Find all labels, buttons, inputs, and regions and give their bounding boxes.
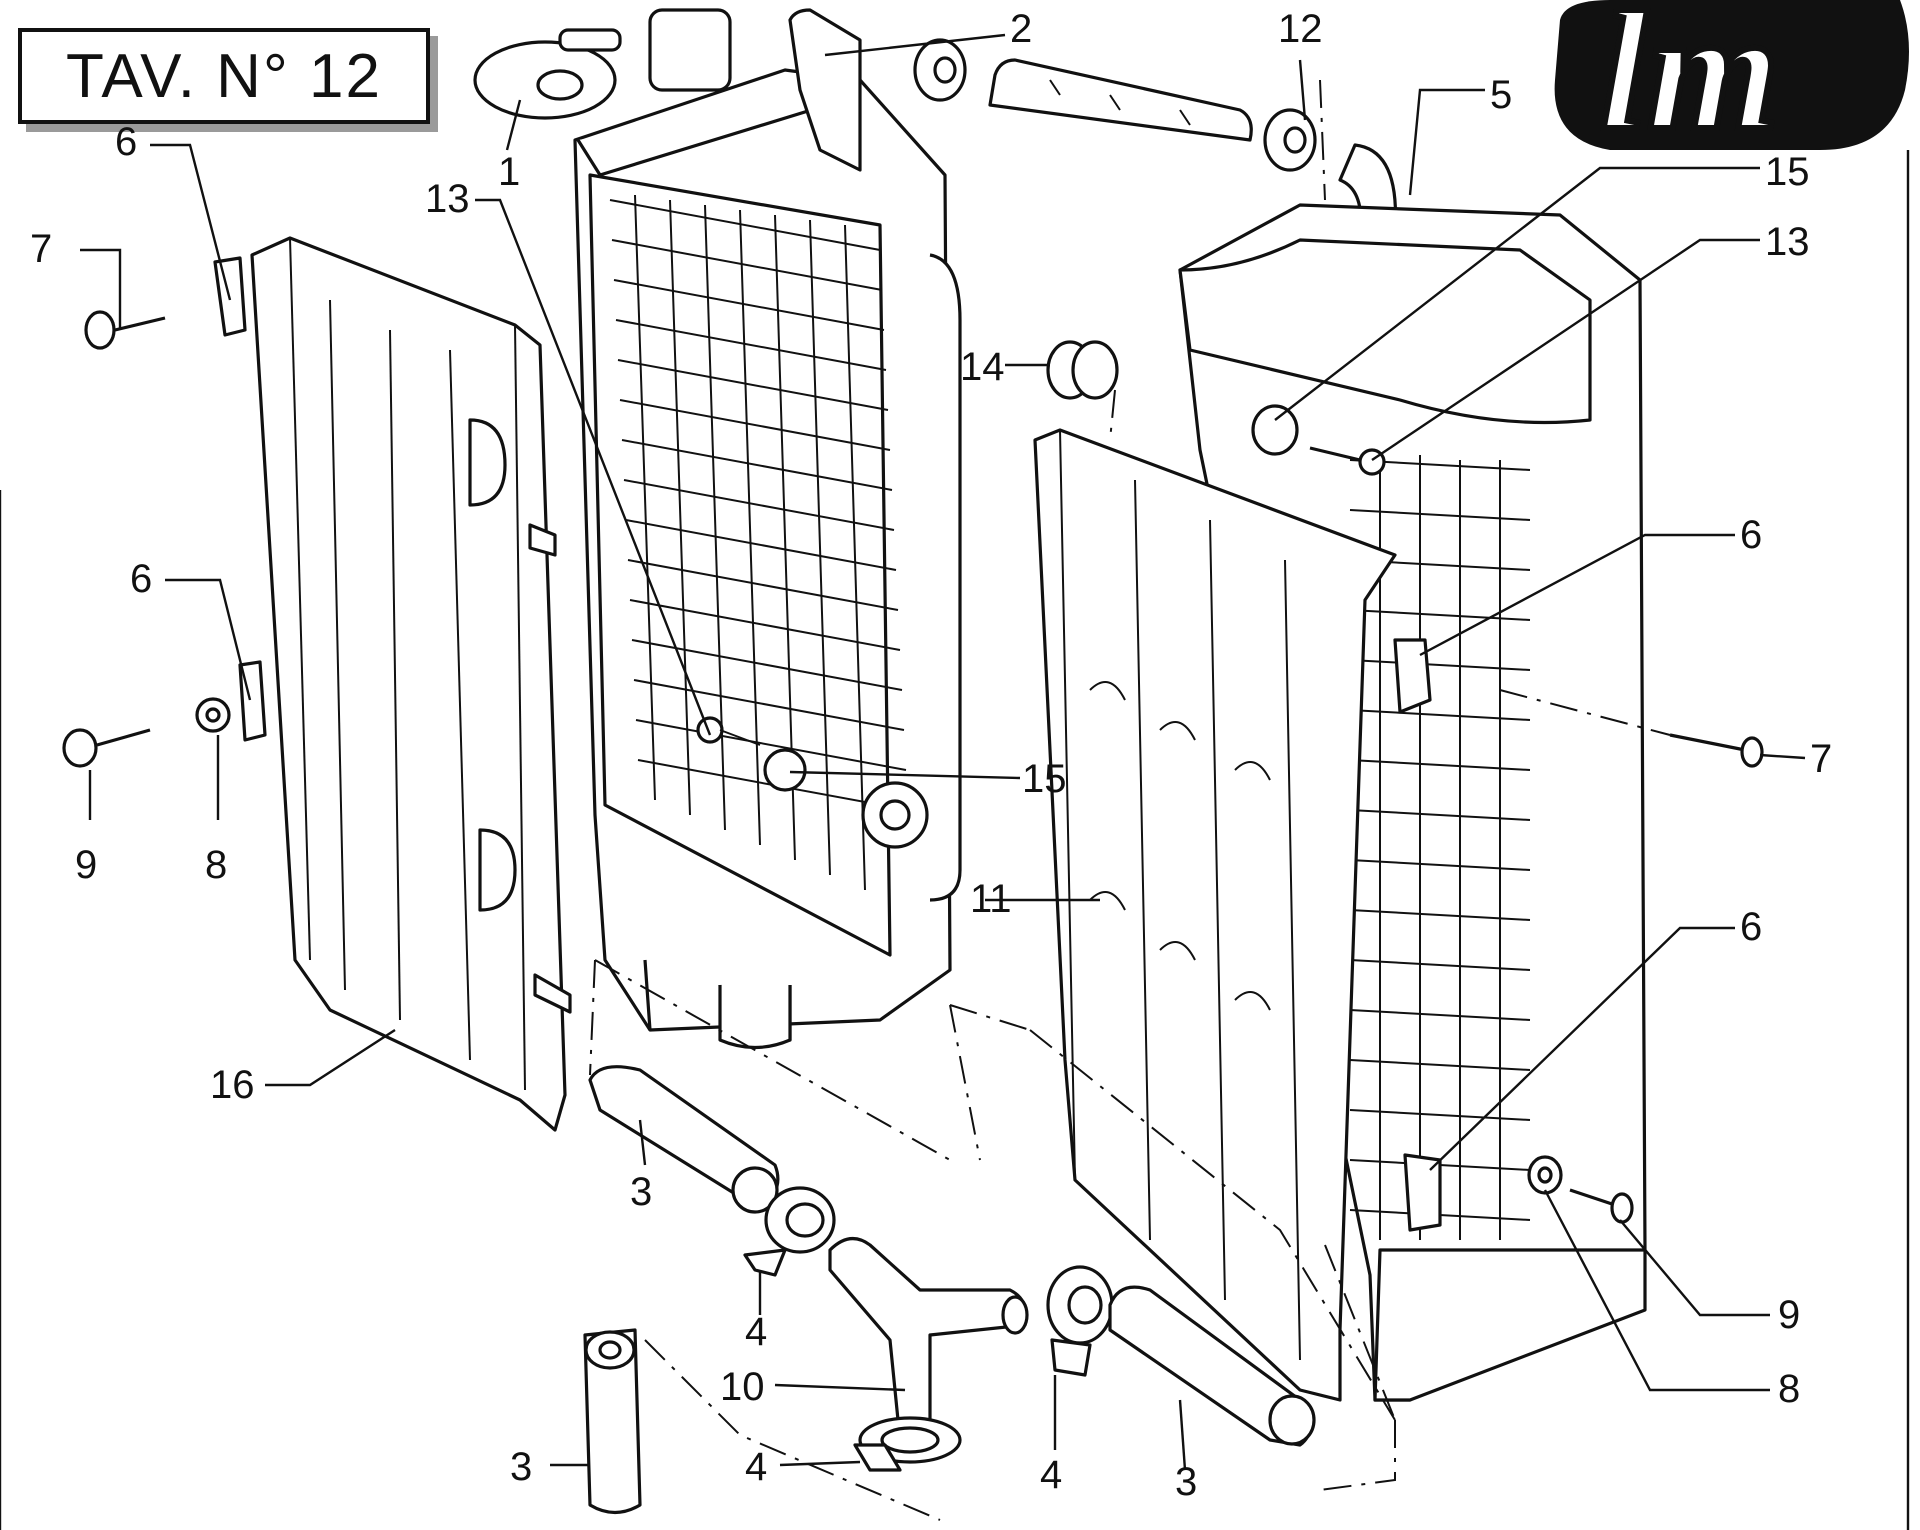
plate-title: TAV. N° 12 xyxy=(66,41,382,111)
callout-7-right: 7 xyxy=(1810,737,1832,781)
callout-6-lower-left: 6 xyxy=(130,557,152,601)
radiator-core-grid xyxy=(609,194,909,891)
callout-6-upper-right: 6 xyxy=(1740,513,1762,557)
callout-3-bottom-left: 3 xyxy=(510,1445,532,1489)
callout-8-left: 8 xyxy=(205,843,227,887)
callout-9-right: 9 xyxy=(1778,1293,1800,1337)
callout-3-upper-left: 3 xyxy=(630,1170,652,1214)
bolt-7-left xyxy=(84,310,166,350)
y-connector-10 xyxy=(828,1237,1029,1442)
callout-1: 1 xyxy=(498,150,520,194)
callout-2: 2 xyxy=(1010,7,1032,51)
callout-7-left: 7 xyxy=(30,227,52,271)
left-radiator xyxy=(573,8,962,1042)
hose-3-bottom-left xyxy=(583,1328,642,1515)
callout-14: 14 xyxy=(960,345,1005,389)
alignment-lines xyxy=(589,79,1671,1521)
callout-5: 5 xyxy=(1490,73,1512,117)
right-radiator-shroud xyxy=(1033,428,1397,1402)
grommet-14 xyxy=(1046,340,1119,400)
callout-15-center: 15 xyxy=(1022,757,1067,801)
bolt-7-right xyxy=(1669,733,1764,768)
center-bolt-13 xyxy=(696,716,761,746)
callout-9-left: 9 xyxy=(75,843,97,887)
bolt-9-left xyxy=(62,728,151,768)
callout-13-center: 13 xyxy=(425,177,470,221)
washer-8-left xyxy=(195,697,231,733)
center-grommet-15 xyxy=(763,748,929,849)
hose-clamp-4-upper xyxy=(743,1186,836,1277)
brand-logo-text: lm xyxy=(1600,0,1779,165)
mounting-tab-lower-right xyxy=(1403,1153,1442,1232)
callout-11: 11 xyxy=(970,877,1012,921)
callout-4-middle: 4 xyxy=(1040,1453,1062,1497)
callout-4-lower: 4 xyxy=(745,1445,767,1489)
radiator-outlet-stub xyxy=(718,985,792,1050)
callout-10: 10 xyxy=(720,1365,765,1409)
radiator-cap xyxy=(473,28,622,120)
filler-neck-hose xyxy=(788,8,862,172)
hose-clamp-upper-left xyxy=(913,38,967,102)
brand-logo: lm xyxy=(1554,0,1909,168)
callout-15-upper: 15 xyxy=(1765,150,1810,194)
callout-labels: 1 2 12 5 15 13 6 7 13 14 6 9 8 15 6 7 11… xyxy=(30,7,1832,1504)
left-radiator-shroud xyxy=(250,236,572,1132)
right-radiator xyxy=(1178,203,1647,1402)
callout-3-lower-right: 3 xyxy=(1175,1460,1197,1504)
upper-hose xyxy=(988,58,1253,142)
leader-lines xyxy=(80,33,1806,1471)
callout-8-right: 8 xyxy=(1778,1367,1800,1411)
mounting-tab-upper-right xyxy=(1393,638,1432,714)
washer-8-right xyxy=(1527,1155,1563,1195)
callout-6-upper-left: 6 xyxy=(115,120,137,164)
callout-16: 16 xyxy=(210,1063,255,1107)
right-grommet-15 xyxy=(1251,404,1299,456)
plate-title-box: TAV. N° 12 xyxy=(18,28,430,124)
callout-13-upper: 13 xyxy=(1765,220,1810,264)
callout-6-lower-right: 6 xyxy=(1740,905,1762,949)
callout-4-upper: 4 xyxy=(745,1310,767,1354)
hose-3-upper-left xyxy=(588,1065,780,1214)
hose-clamp-4-lower xyxy=(853,1416,962,1472)
callout-12: 12 xyxy=(1278,7,1323,51)
hose-3-lower-right xyxy=(1108,1285,1316,1447)
hose-clamp-4-middle xyxy=(1046,1265,1114,1377)
